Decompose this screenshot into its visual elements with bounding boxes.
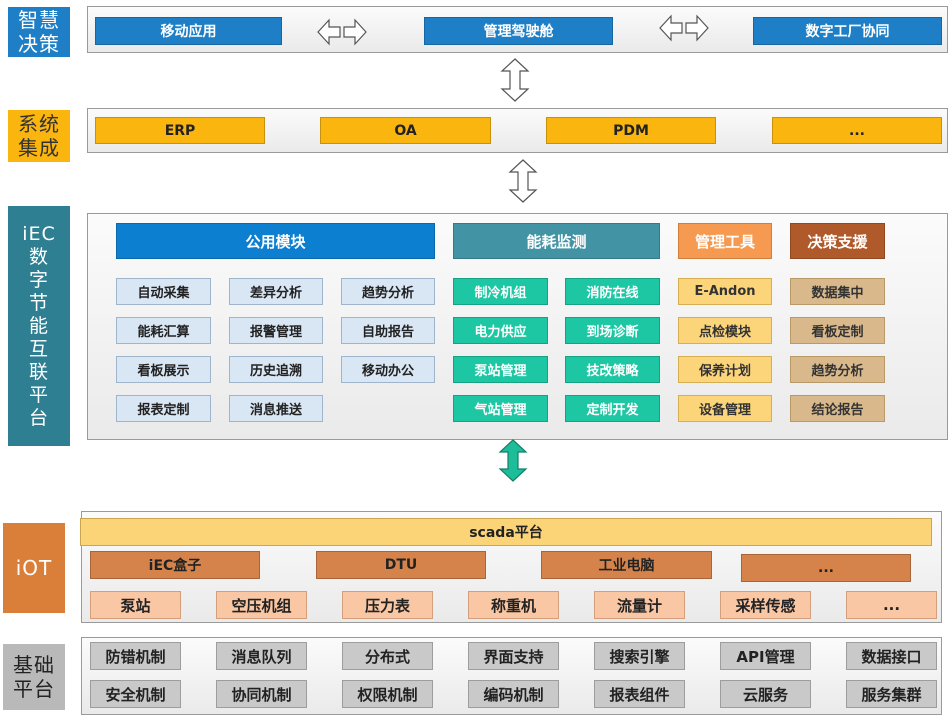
energy-item: 制冷机组	[453, 278, 548, 305]
decision-item: 数据集中	[790, 278, 885, 305]
more-integration-box: ...	[772, 117, 942, 144]
energy-monitoring-header: 能耗监测	[453, 223, 660, 259]
base-item: 云服务	[720, 680, 811, 708]
oa-box: OA	[320, 117, 491, 144]
module-item: 趋势分析	[341, 278, 435, 305]
sensor-item: 流量计	[594, 591, 685, 619]
industrial-pc-device: 工业电脑	[541, 551, 712, 579]
tool-item: 保养计划	[678, 356, 772, 383]
base-item: 搜索引擎	[594, 642, 685, 670]
module-item: 能耗汇算	[116, 317, 211, 344]
module-item: 报表定制	[116, 395, 211, 422]
mobile-app-box: 移动应用	[95, 17, 282, 45]
base-item: 数据接口	[846, 642, 937, 670]
energy-item: 到场诊断	[565, 317, 660, 344]
management-tools-header: 管理工具	[678, 223, 772, 259]
decision-item: 趋势分析	[790, 356, 885, 383]
pdm-box: PDM	[546, 117, 716, 144]
base-item: 分布式	[342, 642, 433, 670]
sensor-item: 空压机组	[216, 591, 307, 619]
energy-item: 消防在线	[565, 278, 660, 305]
energy-item: 气站管理	[453, 395, 548, 422]
management-cockpit-box: 管理驾驶舱	[424, 17, 613, 45]
decision-item: 结论报告	[790, 395, 885, 422]
tool-item: E-Andon	[678, 278, 772, 305]
sensor-item: 采样传感	[720, 591, 811, 619]
more-devices: ...	[741, 554, 911, 582]
base-item: 编码机制	[468, 680, 559, 708]
digital-factory-box: 数字工厂协同	[753, 17, 942, 45]
tool-item: 设备管理	[678, 395, 772, 422]
module-item: 自动采集	[116, 278, 211, 305]
base-item: 界面支持	[468, 642, 559, 670]
base-item: 消息队列	[216, 642, 307, 670]
scada-platform-bar: scada平台	[80, 518, 932, 546]
sensor-item: 称重机	[468, 591, 559, 619]
base-item: 防错机制	[90, 642, 181, 670]
dtu-device: DTU	[316, 551, 486, 579]
energy-item: 泵站管理	[453, 356, 548, 383]
energy-item: 定制开发	[565, 395, 660, 422]
module-item: 历史追溯	[229, 356, 323, 383]
base-item: 服务集群	[846, 680, 937, 708]
base-item: 协同机制	[216, 680, 307, 708]
sensor-item: 泵站	[90, 591, 181, 619]
module-item: 差异分析	[229, 278, 323, 305]
energy-item: 技改策略	[565, 356, 660, 383]
erp-box: ERP	[95, 117, 265, 144]
tool-item: 点检模块	[678, 317, 772, 344]
module-item: 看板展示	[116, 356, 211, 383]
module-item: 自助报告	[341, 317, 435, 344]
module-item: 报警管理	[229, 317, 323, 344]
decision-item: 看板定制	[790, 317, 885, 344]
base-item: 安全机制	[90, 680, 181, 708]
layer-label-iec-platform: iEC 数 字 节 能 互 联 平 台	[8, 206, 70, 446]
module-item: 移动办公	[341, 356, 435, 383]
double-arrow-right-icon	[659, 14, 709, 42]
common-module-header: 公用模块	[116, 223, 435, 259]
decision-support-header: 决策支援	[790, 223, 885, 259]
layer-label-iot: iOT	[3, 523, 65, 613]
base-item: API管理	[720, 642, 811, 670]
energy-item: 电力供应	[453, 317, 548, 344]
base-item: 权限机制	[342, 680, 433, 708]
layer-label-base-platform: 基础 平台	[3, 644, 65, 710]
vertical-double-arrow-icon	[508, 159, 538, 203]
double-arrow-left-icon	[317, 18, 367, 46]
base-item: 报表组件	[594, 680, 685, 708]
vertical-double-arrow-icon	[500, 58, 530, 102]
vertical-double-arrow-icon	[498, 439, 528, 482]
layer-label-system-integration: 系统 集成	[8, 110, 70, 162]
module-item: 消息推送	[229, 395, 323, 422]
sensor-item: 压力表	[342, 591, 433, 619]
iec-box-device: iEC盒子	[90, 551, 260, 579]
layer-label-smart-decision: 智慧 决策	[8, 7, 70, 57]
sensor-item: ...	[846, 591, 937, 619]
